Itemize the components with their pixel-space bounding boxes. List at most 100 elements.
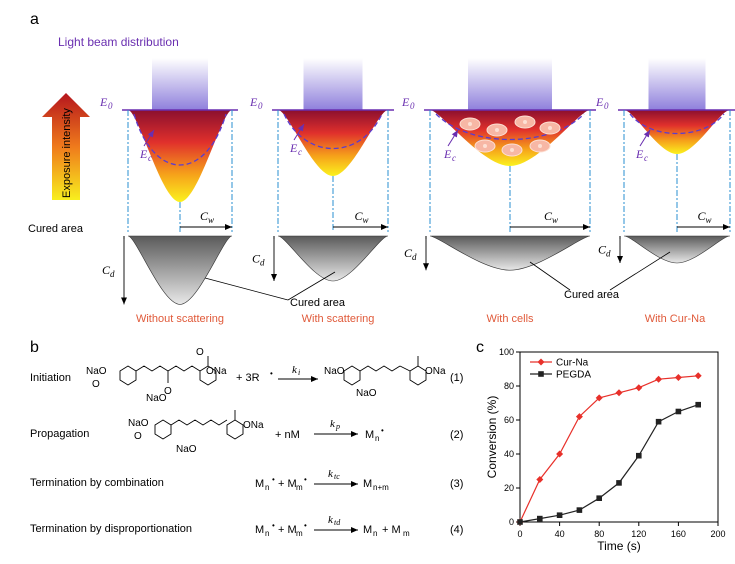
light-beam-4 <box>648 58 706 110</box>
caption-4: With Cur-Na <box>645 313 706 325</box>
product-2-sub: n <box>375 434 379 443</box>
cell-nucleus-6 <box>510 148 514 152</box>
cured-area-shape-2 <box>277 235 389 282</box>
point-Cur-Na-6 <box>635 384 643 392</box>
row-3-lhs2-sub: m <box>296 483 303 492</box>
nao-3: NaO <box>356 388 377 399</box>
point-Cur-Na-5 <box>615 389 623 397</box>
cd-sub-1: d <box>110 269 115 279</box>
exposure-profile-1 <box>128 110 232 202</box>
cell-nucleus-7 <box>538 144 542 148</box>
cell-nucleus-5 <box>483 144 487 148</box>
eq-2: (2) <box>450 429 463 441</box>
caption-3: With cells <box>486 313 534 325</box>
cd-label-1: C <box>102 263 111 277</box>
ona-2: ONa <box>425 366 446 377</box>
ec-label-1: E <box>139 147 148 161</box>
cw-sub-3: w <box>552 215 558 225</box>
product-2: M <box>365 429 374 441</box>
ec-label-4: E <box>635 147 644 161</box>
x-tick-label-3: 120 <box>631 529 646 539</box>
cw-label-4: C <box>698 209 707 223</box>
series-line-PEGDA <box>519 404 699 523</box>
point-Cur-Na-7 <box>655 375 663 383</box>
eq-1: (1) <box>450 372 463 384</box>
row-3-lhs-sub: n <box>265 483 269 492</box>
cell-nucleus-2 <box>495 128 499 132</box>
cured-area-shape-4 <box>623 235 731 264</box>
y-axis-label: Conversion (%) <box>485 396 499 479</box>
product-4a-sub: n <box>373 529 377 538</box>
k-3: k <box>328 468 334 480</box>
point-PEGDA-5 <box>616 480 622 486</box>
e0-sub-3: 0 <box>410 101 415 111</box>
e0-label-3: E <box>401 95 410 109</box>
row-initiation-name: Initiation <box>30 372 71 384</box>
panel-c-label: c <box>476 339 484 356</box>
ec-sub-3: c <box>452 153 456 163</box>
point-PEGDA-0 <box>517 519 523 525</box>
cw-sub-1: w <box>208 215 214 225</box>
cured-area-shape-1 <box>127 235 233 305</box>
row-combination-name: Termination by combination <box>30 477 164 489</box>
nao-4: NaO <box>128 418 149 429</box>
radical-dot-4: • <box>304 475 307 484</box>
cd-sub-3: d <box>412 252 417 262</box>
exposure-profile-2 <box>278 110 388 176</box>
k-4-sub: td <box>334 518 341 527</box>
cd-sub-4: d <box>606 249 611 259</box>
k-2-sub: p <box>335 422 340 431</box>
eq-3: (3) <box>450 478 463 490</box>
e0-sub-4: 0 <box>604 101 609 111</box>
k-1-sub: i <box>298 368 300 377</box>
y-tick-label-0: 0 <box>509 517 514 527</box>
row-2-plus: + nM <box>275 429 300 441</box>
product-4a: M <box>363 524 372 536</box>
ec-label-2: E <box>289 141 298 155</box>
panel-b-label: b <box>30 339 39 356</box>
legend-marker-Cur-Na <box>537 358 545 366</box>
ec-sub-4: c <box>644 153 648 163</box>
reaction-scheme: Initiation NaO O NaO O ONa O + 3R • k i … <box>30 347 463 538</box>
ec-label-3: E <box>443 147 452 161</box>
product-nao: NaO <box>324 366 345 377</box>
cured-area-shape-3 <box>429 235 591 271</box>
product-structure-1 <box>343 356 427 386</box>
cured-area-pointer-1 <box>204 277 289 301</box>
point-PEGDA-1 <box>537 515 543 522</box>
light-beam-1 <box>152 58 208 110</box>
x-axis-label: Time (s) <box>597 539 641 553</box>
product-4b-sub: m <box>403 529 410 538</box>
cured-area-pointer-4 <box>609 251 671 291</box>
radical-dot-1: • <box>270 369 273 378</box>
ec-threshold-3 <box>435 113 585 141</box>
k-2: k <box>330 418 336 430</box>
light-beam-3 <box>468 58 552 110</box>
product-3-sub: n+m <box>373 483 389 492</box>
o-1: O <box>92 379 100 390</box>
caption-1: Without scattering <box>136 313 224 325</box>
beam-distribution-label: Light beam distribution <box>58 35 179 49</box>
ec-arrow-4 <box>639 129 651 147</box>
exposure-intensity-arrow: Exposure intensity <box>42 93 90 200</box>
cw-sub-2: w <box>363 215 369 225</box>
row-3-lhs2: + M <box>278 478 297 490</box>
cd-label-3: C <box>404 246 413 260</box>
e0-label-2: E <box>249 95 258 109</box>
panel-a-label: a <box>30 11 39 28</box>
cell-nucleus-4 <box>548 126 552 130</box>
x-tick-label-0: 0 <box>517 529 522 539</box>
cured-area-pointer-3 <box>529 261 571 291</box>
legend-label-Cur-Na: Cur-Na <box>556 358 589 369</box>
nao-2: NaO <box>146 393 167 404</box>
point-PEGDA-8 <box>675 408 682 415</box>
light-beam-2 <box>303 58 363 110</box>
ec-arrow-2 <box>293 123 305 141</box>
k-4: k <box>328 514 334 526</box>
y-tick-label-4: 80 <box>504 381 514 391</box>
point-PEGDA-6 <box>636 452 642 459</box>
x-tick-label-2: 80 <box>594 529 604 539</box>
